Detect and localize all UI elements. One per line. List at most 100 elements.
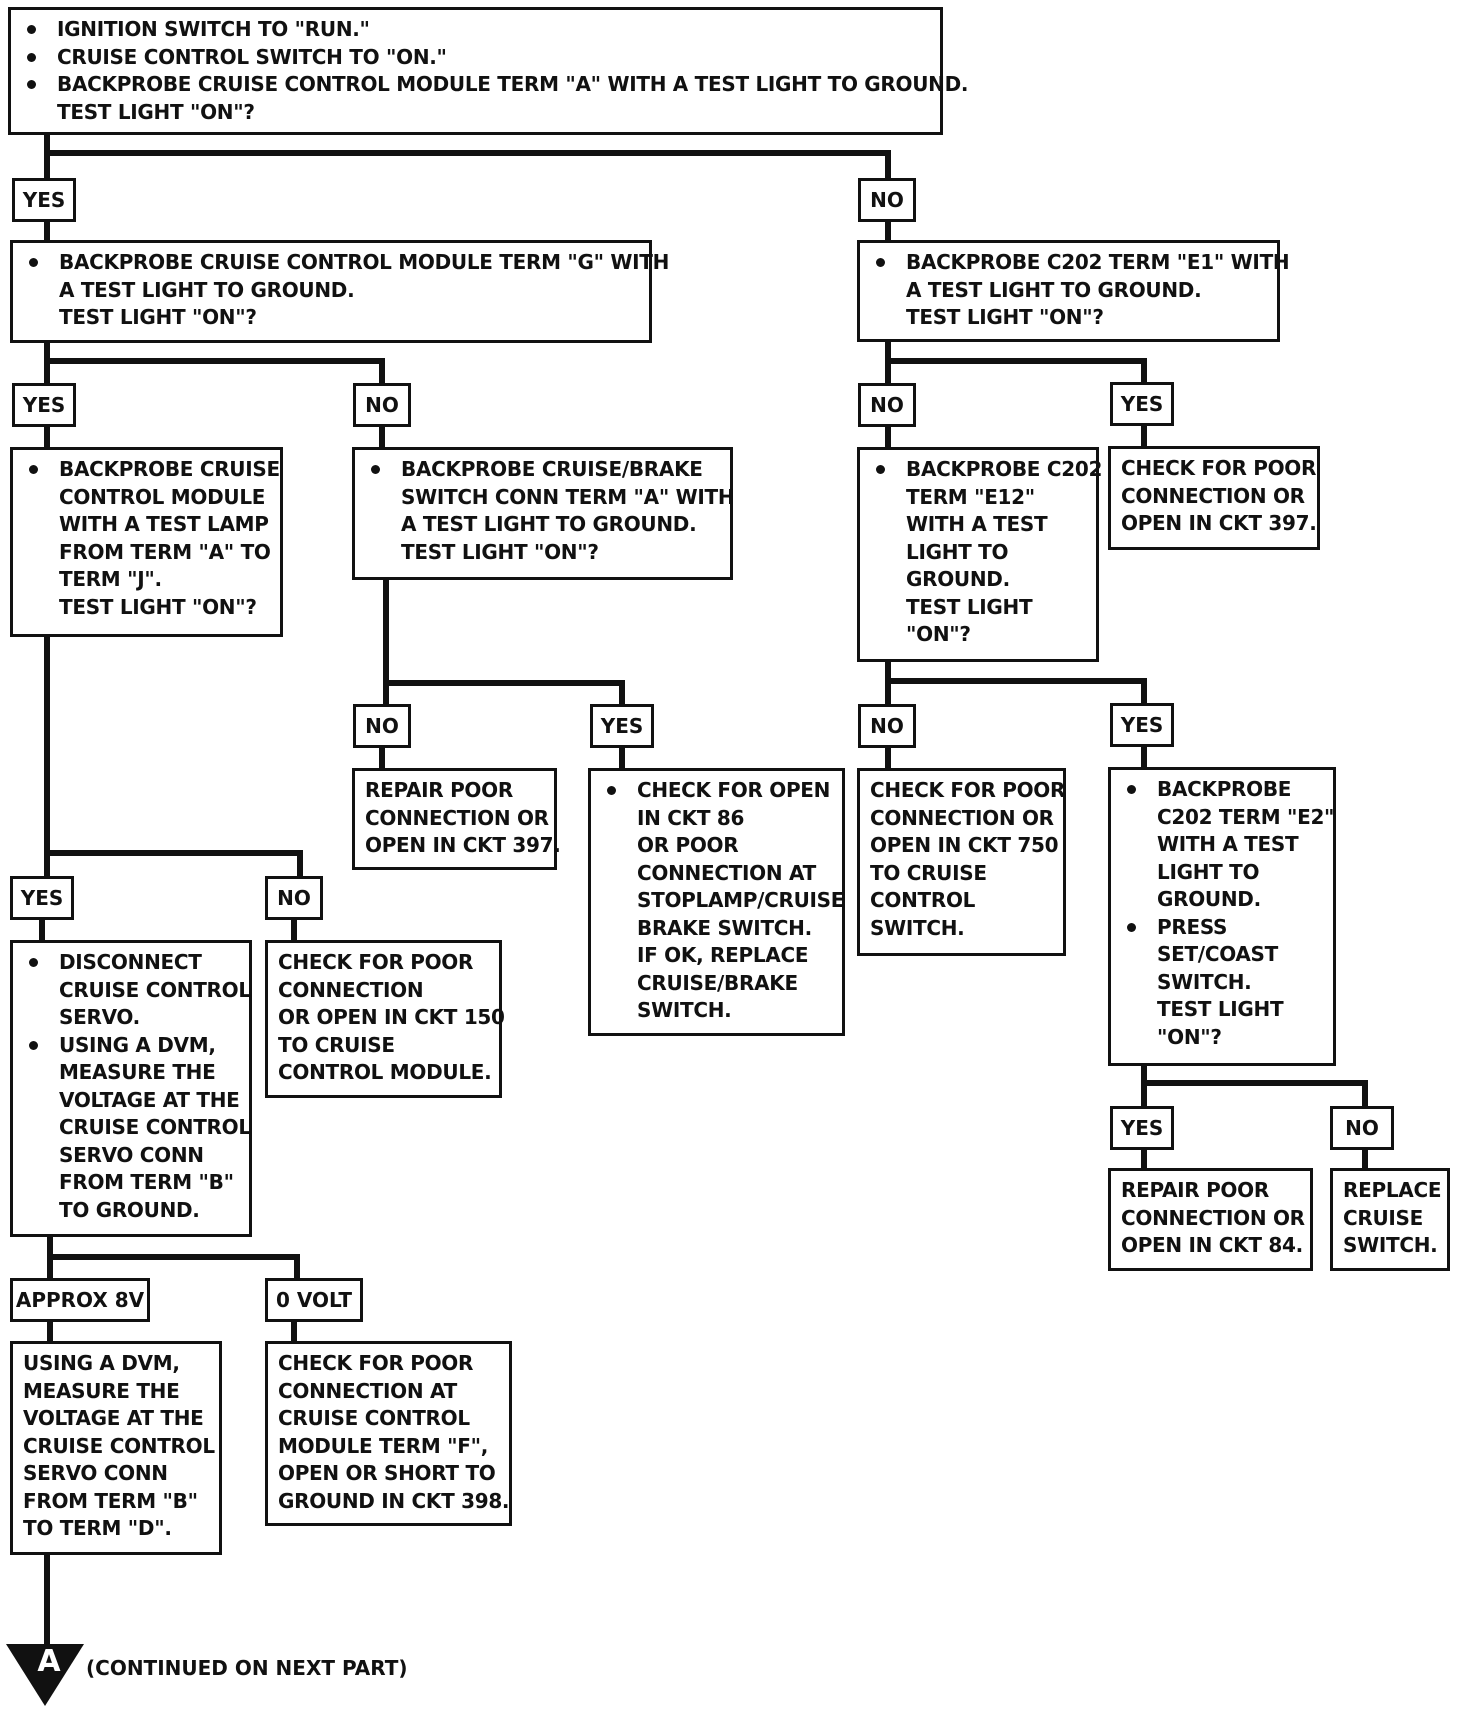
connector-letter: A [37,1644,61,1679]
box-line: CONNECTION OR [1121,1205,1305,1230]
box-line: A TEST LIGHT TO GROUND. [401,512,697,536]
box-line: SWITCH. [870,915,965,940]
box-line: REPLACE [1343,1178,1442,1202]
box-line: OPEN IN CKT 750 [870,833,1059,857]
box-line: LIGHT TO [906,539,1009,564]
box-repair-ckt-84: REPAIR POOR CONNECTION OR OPEN IN CKT 84. [1108,1168,1313,1271]
box-check-ckt-750: CHECK FOR POOR CONNECTION OR OPEN IN CKT 7… [857,768,1066,956]
box-line: SERVO CONN [23,1461,168,1485]
box-line: OR POOR [637,833,739,857]
wire-b12-split [47,1234,300,1283]
box-line: DISCONNECT [23,949,239,977]
box-line: VOLTAGE AT THE [59,1087,240,1112]
box-line: REPAIR POOR [1121,1178,1269,1202]
label-yes-4: YES [590,704,654,748]
box-line: CRUISE CONTROL [23,1433,215,1458]
box-line: CONNECTION AT [637,860,816,885]
box-line: IF OK, REPLACE [637,943,809,967]
label-0-volt: 0 VOLT [265,1278,363,1322]
box-line: TO CRUISE [278,1032,395,1057]
label-no-4: NO [353,704,411,748]
box-line: REPAIR POOR [365,778,513,802]
box-ignition-check: IGNITION SWITCH TO "RUN."CRUISE CONTROL … [8,7,969,135]
box-line: OPEN IN CKT 84. [1121,1233,1303,1257]
box-line: CONTROL [870,888,976,912]
box-line: SWITCH CONN TERM "A" WITH [401,484,735,509]
box-line: LIGHT TO [1157,859,1260,884]
box-line: CONNECTION OR [365,805,549,830]
box-line: STOPLAMP/CRUISE [637,888,845,912]
box-line: TEST LIGHT "ON"? [906,305,1104,329]
label-yes-2: YES [12,383,76,427]
label-approx-8v: APPROX 8V [10,1278,150,1322]
continued-note: (CONTINUED ON NEXT PART) [86,1656,408,1680]
box-line: BACKPROBE CRUISE CONTROL MODULE TERM "G"… [23,249,669,277]
box-line: TO TERM "D". [23,1516,172,1540]
box-line: GROUND IN CKT 398. [278,1488,510,1513]
label-yes-7: YES [1110,1106,1174,1150]
box-line: TEST LIGHT "ON"? [401,539,599,564]
box-line: "ON"? [1157,1024,1222,1049]
box-line: CONTROL MODULE [59,484,266,509]
box-line: GROUND. [906,567,1010,591]
box-line: BACKPROBE C202 TERM "E1" WITH [870,249,1290,277]
box-term-g-check: BACKPROBE CRUISE CONTROL MODULE TERM "G"… [10,240,669,343]
box-line: BRAKE SWITCH. [637,915,812,940]
box-line: PRESS [1121,914,1323,942]
box-line: IN CKT 86 [637,805,745,830]
box-line: FROM TERM "A" TO [59,539,271,564]
label-no-1: NO [858,178,916,222]
box-line: CONNECTION AT [278,1378,457,1403]
box-line: CHECK FOR OPEN [601,777,832,805]
box-line: CONNECTION OR [870,805,1054,830]
box-line: CRUISE/BRAKE [637,970,798,995]
label-no-2: NO [353,383,411,427]
wire-b3-split [885,339,1147,388]
box-line: USING A DVM, [23,1351,180,1375]
wire-b11-split [1141,1063,1368,1111]
connector-triangle [6,1644,84,1706]
box-line: TERM "J". [59,567,162,591]
box-line: CHECK FOR POOR [278,950,474,974]
label-yes-3: YES [1110,382,1174,426]
box-line: CONNECTION [278,977,424,1002]
box-line: GROUND. [1157,887,1261,911]
box-line: CONNECTION OR [1121,483,1305,508]
box-line: USING A DVM, [23,1032,239,1060]
box-line: FROM TERM "B" [23,1488,198,1513]
box-line: BACKPROBE [1121,776,1323,804]
label-no-5: NO [858,704,916,748]
box-line: BACKPROBE CRUISE [23,456,280,484]
box-line: TEST LIGHT "ON"? [57,99,255,124]
box-line: WITH A TEST [906,512,1048,536]
box-line: OPEN OR SHORT TO [278,1461,496,1485]
box-line: MEASURE THE [23,1378,180,1403]
box-line: SERVO. [59,1005,140,1029]
box-line: TO CRUISE [870,860,987,885]
wire-b1-split [44,129,891,183]
box-line: BACKPROBE CRUISE/BRAKE [365,456,720,484]
box-line: TEST LIGHT [906,594,1033,619]
box-line: CHECK FOR POOR [870,778,1066,802]
box-line: CRUISE CONTROL [278,1406,470,1430]
box-line: C202 TERM "E2" [1157,804,1335,829]
box-line: CRUISE CONTROL [59,1115,251,1139]
box-line: SWITCH. [1157,969,1252,994]
label-yes-6: YES [10,876,74,920]
box-line: CRUISE CONTROL [59,977,251,1002]
box-line: CHECK FOR POOR [1121,456,1317,480]
label-no-6: NO [265,876,323,920]
box-line: TEST LIGHT "ON"? [59,305,257,329]
box-line: IGNITION SWITCH TO "RUN." [21,16,930,44]
